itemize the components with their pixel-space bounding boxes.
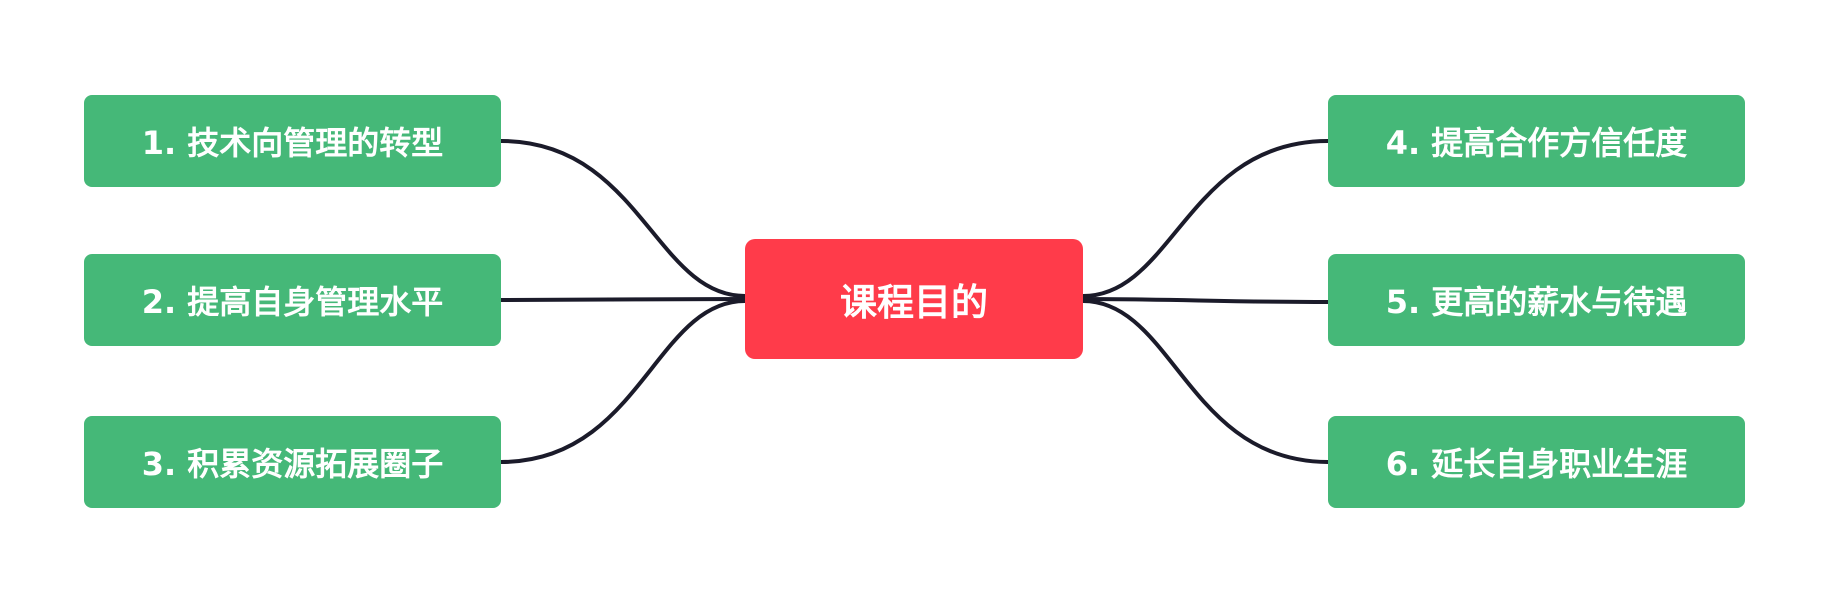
branch-label-1: 1. 技术向管理的转型 [141, 124, 444, 162]
connector-branch-3 [499, 299, 747, 464]
connector-branch-1 [499, 139, 747, 298]
branch-label-5: 5. 更高的薪水与待遇 [1385, 283, 1688, 321]
branch-label-4: 4. 提高合作方信任度 [1385, 124, 1688, 162]
connector-branch-4 [1081, 139, 1330, 298]
center-topic-label: 课程目的 [840, 281, 988, 324]
branch-node-6[interactable]: 6. 延长自身职业生涯 [1328, 416, 1745, 508]
connector-branch-2 [499, 297, 747, 302]
branch-node-4[interactable]: 4. 提高合作方信任度 [1328, 95, 1745, 187]
connector-branch-6 [1081, 299, 1330, 464]
branch-label-2: 2. 提高自身管理水平 [141, 283, 444, 321]
branch-label-3: 3. 积累资源拓展圈子 [141, 445, 444, 483]
connector-branch-5 [1081, 297, 1330, 304]
branch-node-5[interactable]: 5. 更高的薪水与待遇 [1328, 254, 1745, 346]
branch-node-3[interactable]: 3. 积累资源拓展圈子 [84, 416, 501, 508]
branch-node-1[interactable]: 1. 技术向管理的转型 [84, 95, 501, 187]
branch-label-6: 6. 延长自身职业生涯 [1385, 445, 1688, 483]
center-topic-node[interactable]: 课程目的 [745, 239, 1083, 359]
branch-node-2[interactable]: 2. 提高自身管理水平 [84, 254, 501, 346]
